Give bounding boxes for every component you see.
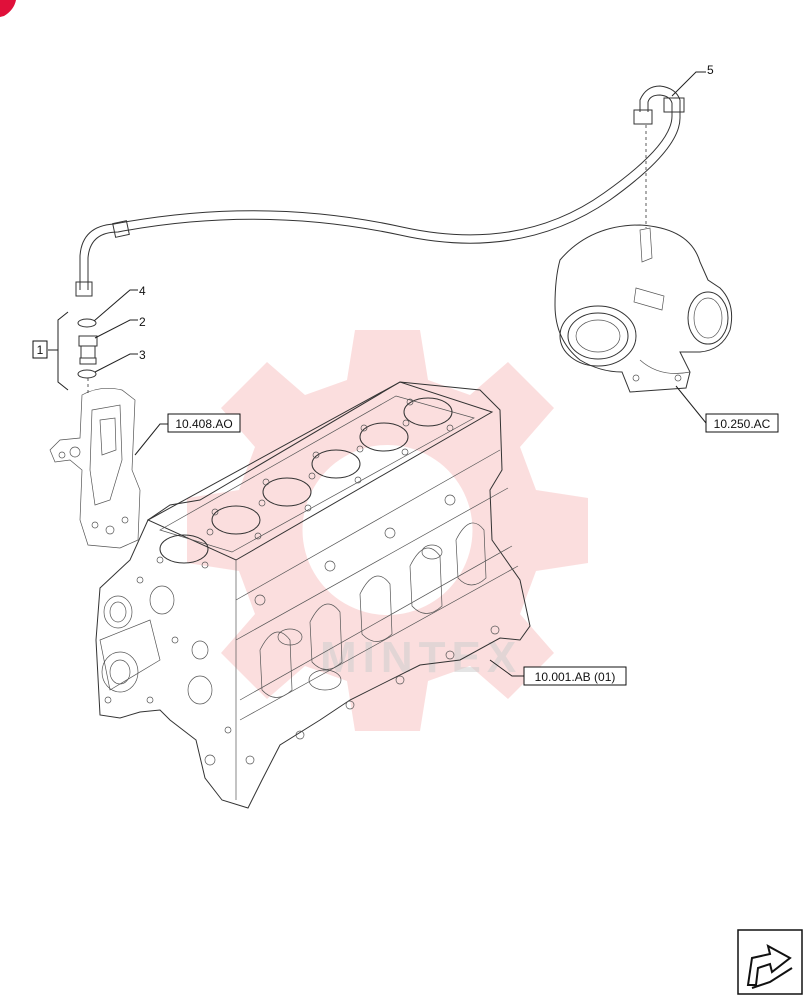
callout-1-label[interactable]: 1 <box>37 343 44 357</box>
leader-lines <box>93 71 707 677</box>
ref-engine-block-box <box>523 666 627 686</box>
ref-turbocharger-link[interactable]: 10.250.AC <box>714 417 771 431</box>
corner-mark-icon <box>0 0 16 17</box>
callout-1-box <box>32 340 48 359</box>
callout-3-label[interactable]: 3 <box>139 348 146 362</box>
ref-oil-filter-box <box>167 413 241 433</box>
o-ring-lower <box>77 369 97 379</box>
o-ring-upper <box>77 318 97 328</box>
ref-oil-filter-link[interactable]: 10.408.AO <box>175 417 232 431</box>
oil-feed-pipe <box>75 85 685 297</box>
adapter-fitting <box>78 335 98 365</box>
ref-turbocharger-box <box>705 413 779 433</box>
cylinder-bores <box>159 397 453 564</box>
ref-engine-block-link[interactable]: 10.001.AB (01) <box>535 670 616 684</box>
fitting-kit <box>48 311 98 391</box>
watermark-gear-icon <box>187 330 588 731</box>
callout-5-label[interactable]: 5 <box>707 63 714 77</box>
turbocharger <box>554 125 733 393</box>
watermark-text: MINTEX <box>320 633 522 682</box>
oil-filter-head <box>49 378 141 549</box>
callout-4-label[interactable]: 4 <box>139 284 146 298</box>
callout-2-label[interactable]: 2 <box>139 315 146 329</box>
engine-block <box>95 381 531 809</box>
arrow-navigation-icon[interactable] <box>737 929 803 995</box>
